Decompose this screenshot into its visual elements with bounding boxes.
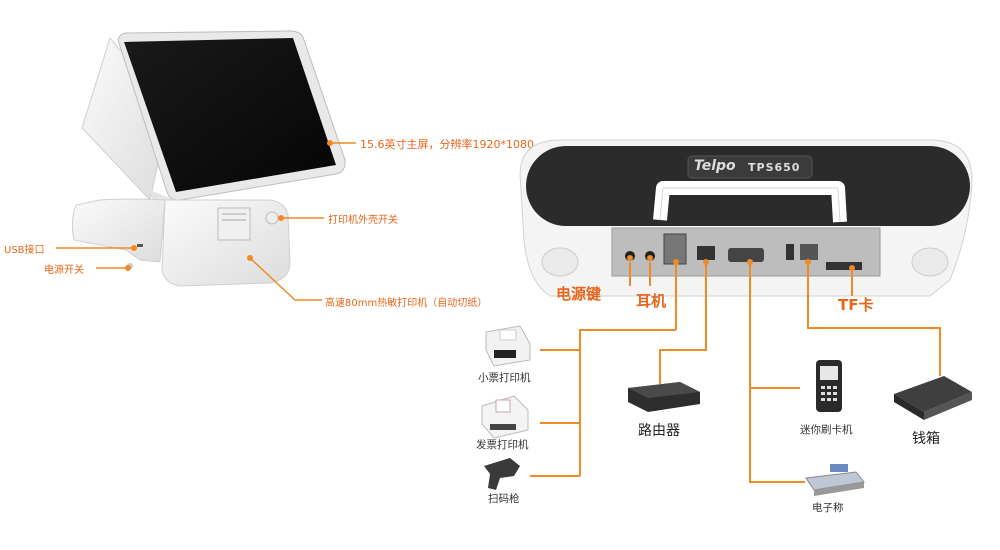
card-reader-image bbox=[816, 360, 842, 412]
router-label: 路由器 bbox=[638, 423, 680, 439]
screen-label: 15.6英寸主屏，分辨率1920*1080 bbox=[360, 138, 534, 151]
thermal-printer-label: 高速80mm热敏打印机（自动切纸） bbox=[325, 298, 488, 309]
scale-image bbox=[805, 464, 865, 496]
receipt-printer-image bbox=[485, 325, 531, 367]
scanner-label: 扫码枪 bbox=[488, 493, 520, 505]
tf-card-label: TF卡 bbox=[838, 296, 874, 314]
power-switch-label: 电源开关 bbox=[44, 265, 84, 276]
invoice-printer-label: 发票打印机 bbox=[476, 439, 529, 451]
invoice-printer-image bbox=[481, 395, 529, 439]
model-label: TPS650 bbox=[748, 161, 801, 174]
receipt-printer-label: 小票打印机 bbox=[478, 372, 531, 384]
router-image bbox=[628, 382, 700, 412]
earphone-label: 耳机 bbox=[636, 292, 667, 310]
cash-drawer-image bbox=[894, 376, 972, 420]
power-key-label: 电源键 bbox=[556, 285, 602, 303]
scanner-image bbox=[484, 458, 520, 490]
scale-label: 电子称 bbox=[812, 502, 844, 514]
printer-cover-label: 打印机外壳开关 bbox=[328, 215, 398, 226]
usb-label: USB接口 bbox=[4, 245, 45, 256]
card-reader-label: 迷你刷卡机 bbox=[800, 424, 853, 436]
brand-logo: Telpo bbox=[694, 158, 736, 174]
cash-drawer-label: 钱箱 bbox=[912, 431, 940, 447]
